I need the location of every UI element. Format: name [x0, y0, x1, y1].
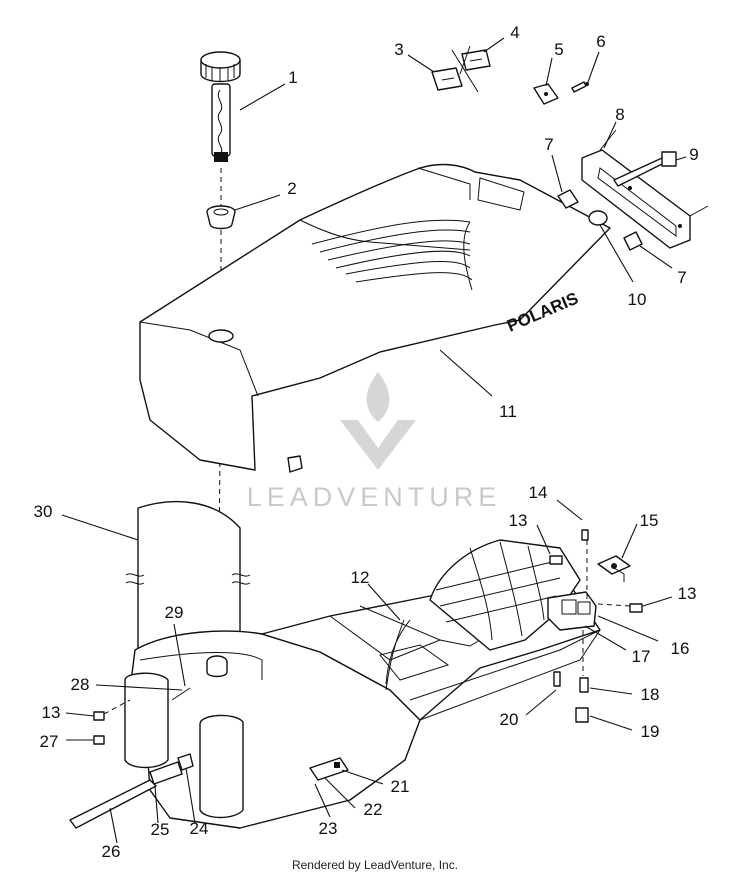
callout-4: 4: [510, 23, 519, 42]
fasteners: [93, 529, 643, 745]
callout-9: 9: [689, 145, 698, 164]
bumper-7-upper: [557, 189, 579, 209]
grommet: [206, 205, 236, 230]
callout-13a: 13: [509, 511, 528, 530]
callout-5: 5: [554, 40, 563, 59]
callout-11: 11: [499, 402, 517, 421]
bulb-10: [588, 210, 608, 226]
callout-18: 18: [641, 685, 660, 704]
callout-20: 20: [500, 710, 519, 729]
callout-6: 6: [596, 32, 605, 51]
watermark-flame-icon: [340, 372, 416, 470]
fuel-line-assembly: [69, 687, 194, 829]
bolt-9: [613, 151, 677, 187]
callout-17: 17: [632, 647, 651, 666]
callout-14: 14: [529, 483, 548, 502]
callout-23: 23: [319, 819, 338, 838]
rear-bracket: [581, 129, 709, 249]
callout-29: 29: [165, 603, 184, 622]
callout-8: 8: [615, 105, 624, 124]
watermark-text: LEADVENTURE: [247, 482, 502, 512]
callout-27: 27: [40, 732, 59, 751]
bracket-15: [597, 555, 631, 582]
callout-21: 21: [391, 777, 410, 796]
callout-30: 30: [34, 502, 53, 521]
plate-5: [533, 83, 559, 105]
callout-15: 15: [640, 511, 659, 530]
callout-3: 3: [394, 40, 403, 59]
callout-22: 22: [364, 800, 383, 819]
clip-4: [451, 45, 491, 93]
fuel-cap-gauge: [200, 51, 241, 162]
callout-25: 25: [151, 820, 170, 839]
callout-19: 19: [641, 722, 660, 741]
leader-lines: [61, 37, 687, 844]
callout-labels: 1 2 3 4 5 6 8 9 7 7 10 11 12 13 14 15 13…: [34, 23, 699, 861]
screw-6: [571, 81, 589, 93]
hood: [429, 539, 581, 651]
callout-1: 1: [288, 68, 297, 87]
callout-12: 12: [351, 568, 370, 587]
watermark: LEADVENTURE: [247, 372, 502, 512]
callout-7b: 7: [677, 268, 686, 287]
callout-7a: 7: [544, 135, 553, 154]
callout-26: 26: [102, 842, 121, 861]
bumper-7-lower: [623, 231, 643, 251]
callout-13c: 13: [42, 703, 61, 722]
fuel-tank: [124, 630, 421, 829]
render-credit: Rendered by LeadVenture, Inc.: [291, 858, 459, 872]
taillight-housing: [547, 591, 597, 631]
callout-24: 24: [190, 819, 209, 838]
callout-2: 2: [287, 179, 296, 198]
clip-3: [431, 67, 463, 91]
flap: [125, 500, 251, 665]
callout-16: 16: [671, 639, 690, 658]
callout-10: 10: [628, 290, 647, 309]
callout-28: 28: [71, 675, 90, 694]
fuel-line: [385, 619, 405, 691]
callout-13b: 13: [678, 584, 697, 603]
